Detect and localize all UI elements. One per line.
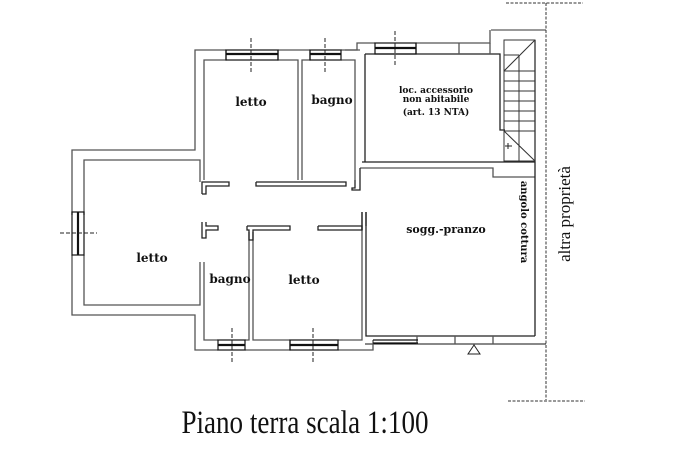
- stair-arrow-icon: [505, 143, 512, 149]
- room-label-letto-top: letto: [235, 95, 266, 109]
- room-label-letto-bottom: letto: [288, 273, 319, 287]
- room-label-loc-accessorio-3: (art. 13 NTA): [403, 107, 470, 118]
- drawing-title: Piano terra scala 1:100: [181, 403, 428, 440]
- interior-partitions: [201, 168, 367, 241]
- room-label-sogg-pranzo: sogg.-pranzo: [406, 223, 486, 236]
- angolo-cottura-label: angolo cottura: [518, 181, 529, 264]
- room-label-letto-left: letto: [136, 251, 167, 265]
- room-label-loc-accessorio-2: non abitabile: [403, 95, 470, 105]
- exterior-walls: [71, 30, 536, 351]
- room-label-bagno-top: bagno: [311, 93, 352, 107]
- room-label-bagno-bottom: bagno: [209, 272, 250, 286]
- staircase: [503, 39, 536, 162]
- property-boundary: [365, 2, 585, 402]
- altra-proprieta-label: altra proprietà: [555, 166, 574, 262]
- room-label-loc-accessorio-1: loc. accessorio: [399, 86, 473, 96]
- triangle-entrance-icon: [467, 344, 481, 355]
- windows: [60, 31, 417, 362]
